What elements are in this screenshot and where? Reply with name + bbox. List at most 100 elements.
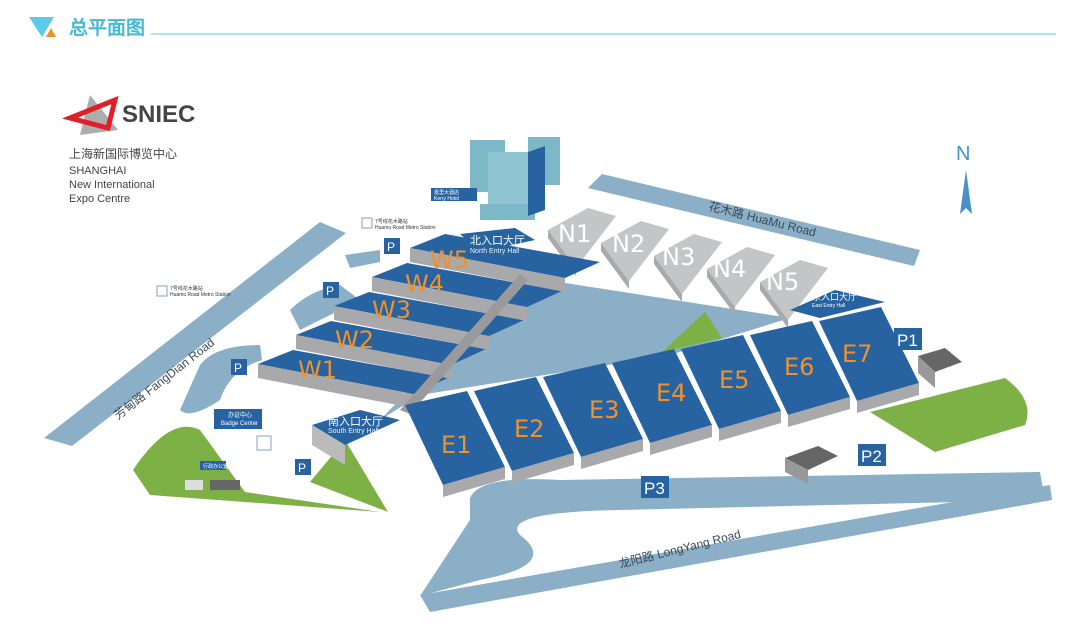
west-pond-3 <box>345 250 380 268</box>
grass-southwest <box>133 426 380 512</box>
parking-p1[interactable] <box>894 328 922 350</box>
compass-label: N <box>956 143 970 165</box>
hall-label-e2[interactable]: E2 <box>514 415 544 443</box>
hall-label-e1[interactable]: E1 <box>441 431 471 459</box>
logo-name-en-1: SHANGHAI <box>69 165 126 177</box>
parking-north-west[interactable] <box>384 238 400 254</box>
central-plaza <box>380 276 790 420</box>
hall-n3-wall <box>654 256 682 302</box>
hall-n4-wall <box>707 269 735 315</box>
hall-n1-roof <box>548 208 616 268</box>
hall-label-w4[interactable]: W4 <box>405 270 444 298</box>
parking-label: P <box>326 284 334 298</box>
metro-icon <box>361 217 373 229</box>
office-label: 行政办公室 <box>203 463 228 470</box>
north-halls <box>548 208 828 328</box>
north-entry-hall <box>460 228 535 252</box>
logo-name-cn: 上海新国际博览中心 <box>69 146 177 161</box>
hall-label-e4[interactable]: E4 <box>656 379 686 407</box>
east-entry-hall <box>790 290 885 318</box>
badge-center-en: Badge Center <box>221 421 258 427</box>
hall-w1-wall <box>258 364 413 408</box>
metro-station-west[interactable]: 7号线花木路站 Huamu Road Metro Station <box>156 285 231 298</box>
hall-e6-roof <box>750 321 850 415</box>
metro-west-en: Huamu Road Metro Station <box>170 292 231 298</box>
longyang-road <box>420 472 1045 596</box>
hall-label-e5[interactable]: E5 <box>719 366 749 394</box>
hotel-name-en: Kerry Hotel <box>434 196 459 202</box>
grass-east <box>662 312 722 352</box>
longyang-road-band <box>420 485 1052 612</box>
hotel-name-cn: 嘉里大酒店 <box>434 189 459 196</box>
badge-center[interactable] <box>214 409 262 429</box>
hall-label-n3[interactable]: N3 <box>662 243 695 271</box>
west-walkway <box>400 274 528 414</box>
hall-label-e3[interactable]: E3 <box>589 396 619 424</box>
hall-n3-roof <box>654 234 722 294</box>
hall-w5-roof <box>410 234 600 278</box>
parking-p3[interactable] <box>641 476 669 498</box>
south-entry-hall <box>312 410 400 445</box>
grass-south <box>310 440 388 512</box>
p1-building <box>918 348 962 372</box>
hall-label-e6[interactable]: E6 <box>784 353 814 381</box>
p2-building-wall <box>785 458 808 484</box>
parking-label: P <box>298 461 306 475</box>
taxi-icon <box>256 435 272 451</box>
p2-building <box>785 446 838 470</box>
south-entry-hall-wall <box>312 425 345 465</box>
office-building-2 <box>185 480 203 490</box>
hall-w2-roof <box>296 321 486 365</box>
hall-n2-roof <box>601 221 669 281</box>
parking-p1-label: P1 <box>897 331 918 350</box>
sniec-logo: SNIEC 上海新国际博览中心 SHANGHAI New Internation… <box>62 95 195 205</box>
hall-n2-wall <box>601 243 629 289</box>
hall-w1-roof <box>258 350 448 394</box>
hall-e2-roof <box>474 377 574 471</box>
metro-north-en: Huamu Road Metro Station <box>375 225 436 231</box>
hall-e7-roof <box>819 307 919 401</box>
hall-label-n4[interactable]: N4 <box>713 255 746 283</box>
north-compass: N <box>956 143 972 214</box>
grass-southeast <box>870 378 1028 452</box>
header: 总平面图 <box>29 16 1056 39</box>
hall-e1-wall <box>443 467 505 497</box>
hall-label-w1[interactable]: W1 <box>298 356 337 384</box>
hall-label-e7[interactable]: E7 <box>842 340 872 368</box>
parking-label: P <box>234 361 242 375</box>
fangdian-road <box>44 222 346 446</box>
north-entry-en: North Entry Hall <box>470 248 520 255</box>
metro-west-cn: 7号线花木路站 <box>170 285 203 292</box>
hall-label-w5[interactable]: W5 <box>430 246 469 274</box>
hall-label-n1[interactable]: N1 <box>558 220 591 248</box>
parking-p2[interactable] <box>858 444 886 466</box>
parking-west-upper[interactable] <box>323 282 339 298</box>
hall-label-w3[interactable]: W3 <box>372 296 411 324</box>
hall-label-n2[interactable]: N2 <box>612 230 645 258</box>
west-pond-2 <box>290 285 360 330</box>
east-halls <box>405 307 919 497</box>
hall-label-n5[interactable]: N5 <box>766 268 799 296</box>
logo-name-en-3: Expo Centre <box>69 193 130 205</box>
north-entry-cn: 北入口大厅 <box>470 233 525 247</box>
hall-e5-roof <box>681 335 781 429</box>
logo-brand: SNIEC <box>122 101 195 128</box>
east-entry-en: East Entry Hall <box>812 303 845 309</box>
hall-e2-wall <box>512 453 574 483</box>
metro-icon <box>156 285 168 297</box>
parking-west-lower[interactable] <box>231 359 247 375</box>
hall-n5-roof <box>760 260 828 320</box>
parking-label: P <box>387 240 395 254</box>
hotel-label-box <box>431 188 477 201</box>
hall-label-w2[interactable]: W2 <box>335 326 374 354</box>
south-entry-en: South Entry Hall <box>328 428 379 435</box>
hall-e7-wall <box>857 383 919 413</box>
metro-station-north[interactable]: 7号线花木路站 Huamu Road Metro Station <box>361 217 436 231</box>
parking-south[interactable] <box>295 459 311 475</box>
hall-e4-roof <box>612 349 712 443</box>
parking-p3-label: P3 <box>644 479 665 498</box>
hall-n5-wall <box>760 282 788 328</box>
hall-e1-roof <box>405 391 505 485</box>
north-arrow-icon <box>960 170 972 214</box>
logo-name-en-2: New International <box>69 179 155 191</box>
